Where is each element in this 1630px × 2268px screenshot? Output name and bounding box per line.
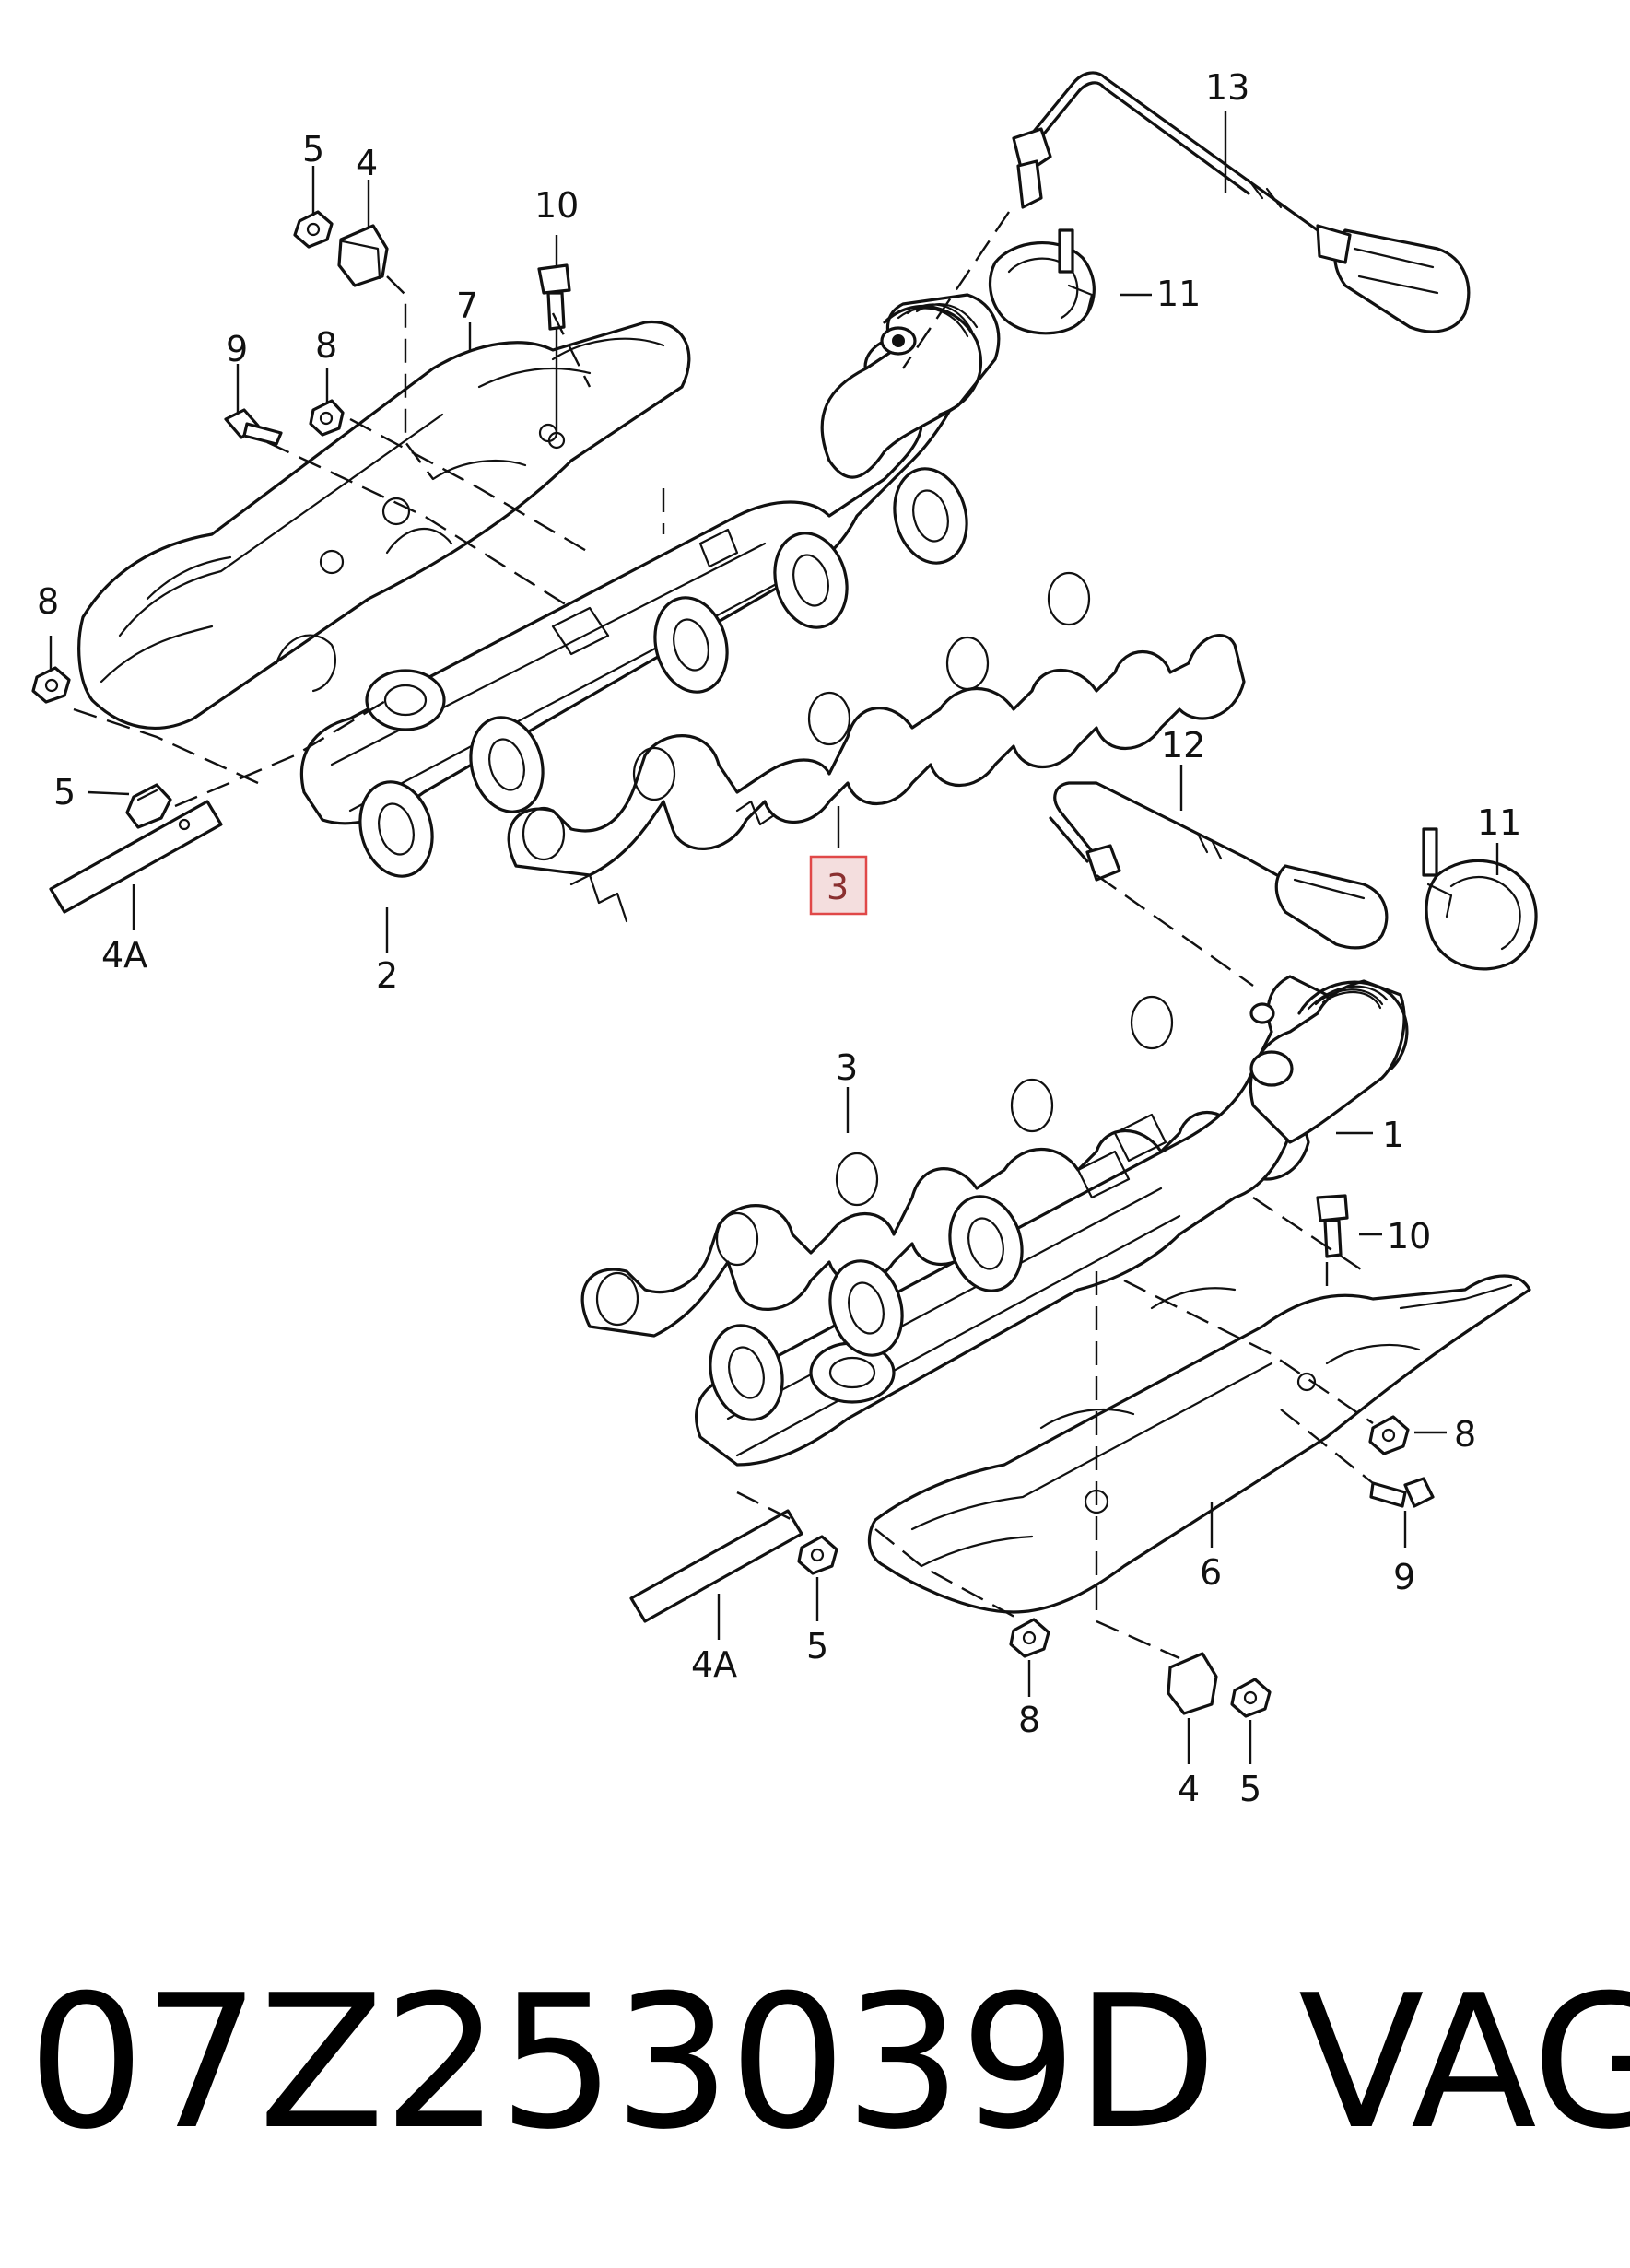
callout-10: 10 (534, 185, 579, 226)
upper-fasteners (31, 210, 665, 914)
lower-fasteners (629, 1194, 1435, 1718)
callout-11: 11 (1477, 802, 1521, 843)
callout-11: 11 (1156, 274, 1201, 314)
highlight-box-3 (809, 855, 868, 916)
callout-2: 2 (376, 955, 398, 996)
manifold-2-port-flanges (358, 467, 968, 878)
callout-9: 9 (226, 329, 248, 369)
callout-4A: 4A (101, 935, 147, 976)
callout-13: 13 (1205, 67, 1249, 108)
upper-callouts: 13 5 4 10 11 7 9 8 8 5 4A 2 3 (37, 67, 1249, 996)
lower-assembly: 12 11 3 1 10 8 9 6 4A 5 8 4 5 (580, 725, 1538, 1809)
callout-4A: 4A (691, 1644, 737, 1685)
callout-8: 8 (1454, 1414, 1476, 1455)
callout-9: 9 (1393, 1557, 1415, 1597)
gasket-3-upper (507, 571, 1246, 923)
callout-10: 10 (1387, 1216, 1431, 1257)
callout-5: 5 (806, 1626, 828, 1666)
callout-12: 12 (1161, 725, 1205, 766)
callout-8: 8 (1018, 1700, 1040, 1740)
temperature-sensor-12 (1049, 781, 1389, 987)
clamp-11-lower (1422, 827, 1538, 971)
callout-5: 5 (302, 129, 324, 170)
temperature-sensor-13 (902, 71, 1471, 369)
heat-shield-6 (867, 1274, 1531, 1614)
callout-5: 5 (1239, 1769, 1261, 1809)
callout-6: 6 (1200, 1552, 1222, 1593)
callout-1: 1 (1382, 1115, 1404, 1155)
turbo-outlet-and-clamp-11 (820, 228, 1096, 479)
callout-7: 7 (456, 286, 478, 326)
part-number: 07Z253039D (28, 1956, 1217, 2170)
callout-5: 5 (53, 772, 76, 813)
upper-assembly: 13 5 4 10 11 7 9 8 8 5 4A 2 3 (31, 67, 1471, 996)
lower-leader-lines (717, 765, 1499, 1764)
upper-leader-lines (49, 111, 1227, 953)
callout-4: 4 (1178, 1769, 1200, 1809)
brand-name: VAG (1297, 1956, 1630, 2170)
lower-callouts: 12 11 3 1 10 8 9 6 4A 5 8 4 5 (691, 725, 1521, 1809)
callout-4: 4 (356, 143, 378, 183)
callout-8: 8 (315, 325, 337, 366)
exhaust-manifold-1 (695, 975, 1409, 1467)
heat-shield-7 (77, 320, 691, 730)
callout-8: 8 (37, 581, 59, 622)
callout-3: 3 (836, 1047, 858, 1088)
callout-3-highlighted: 3 (827, 867, 849, 907)
